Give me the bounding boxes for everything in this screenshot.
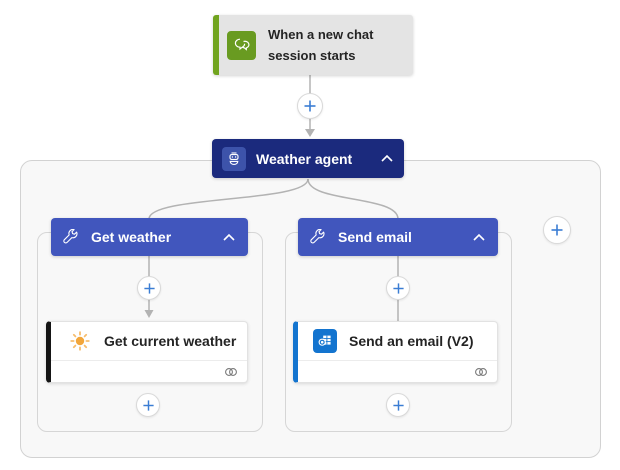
chevron-up-icon[interactable] (472, 233, 486, 242)
outlook-icon (313, 329, 337, 353)
trigger-label-line2: session starts (268, 48, 356, 63)
tool-node-get-weather[interactable]: Get weather (51, 218, 248, 256)
action-card-get-current-weather[interactable]: Get current weather (46, 321, 248, 383)
plus-icon (551, 224, 563, 236)
plus-icon (142, 399, 154, 411)
insert-action-button-branch1[interactable] (137, 276, 161, 300)
chat-bubbles-icon (227, 30, 256, 60)
sun-icon (68, 329, 92, 353)
trigger-card[interactable]: When a new chat session starts (213, 15, 413, 75)
trigger-label-line1: When a new chat (268, 27, 374, 42)
add-action-button-branch1-end[interactable] (136, 393, 160, 417)
plus-icon (143, 282, 155, 294)
plus-icon (392, 399, 404, 411)
insert-action-button-top[interactable] (297, 93, 323, 119)
insert-action-button-branch2[interactable] (386, 276, 410, 300)
tool-label: Get weather (91, 229, 172, 245)
add-action-button-branch2-end[interactable] (386, 393, 410, 417)
add-tool-button[interactable] (543, 216, 571, 244)
wrench-icon (310, 229, 326, 245)
agent-node-weather-agent[interactable]: Weather agent (212, 139, 404, 178)
tool-node-send-email[interactable]: Send email (298, 218, 498, 256)
action-label: Get current weather (104, 333, 237, 349)
wrench-icon (63, 229, 79, 245)
agent-label: Weather agent (256, 150, 353, 167)
plus-icon (392, 282, 404, 294)
chevron-up-icon[interactable] (222, 233, 236, 242)
action-label: Send an email (V2) (349, 333, 474, 349)
trigger-label: When a new chat session starts (268, 24, 373, 66)
tool-label: Send email (338, 229, 412, 245)
bot-icon (222, 146, 246, 171)
connection-icon (474, 365, 488, 379)
chevron-up-icon[interactable] (380, 154, 394, 163)
plus-icon (304, 100, 316, 112)
action-card-send-an-email-v2[interactable]: Send an email (V2) (293, 321, 498, 383)
connection-icon (224, 365, 238, 379)
